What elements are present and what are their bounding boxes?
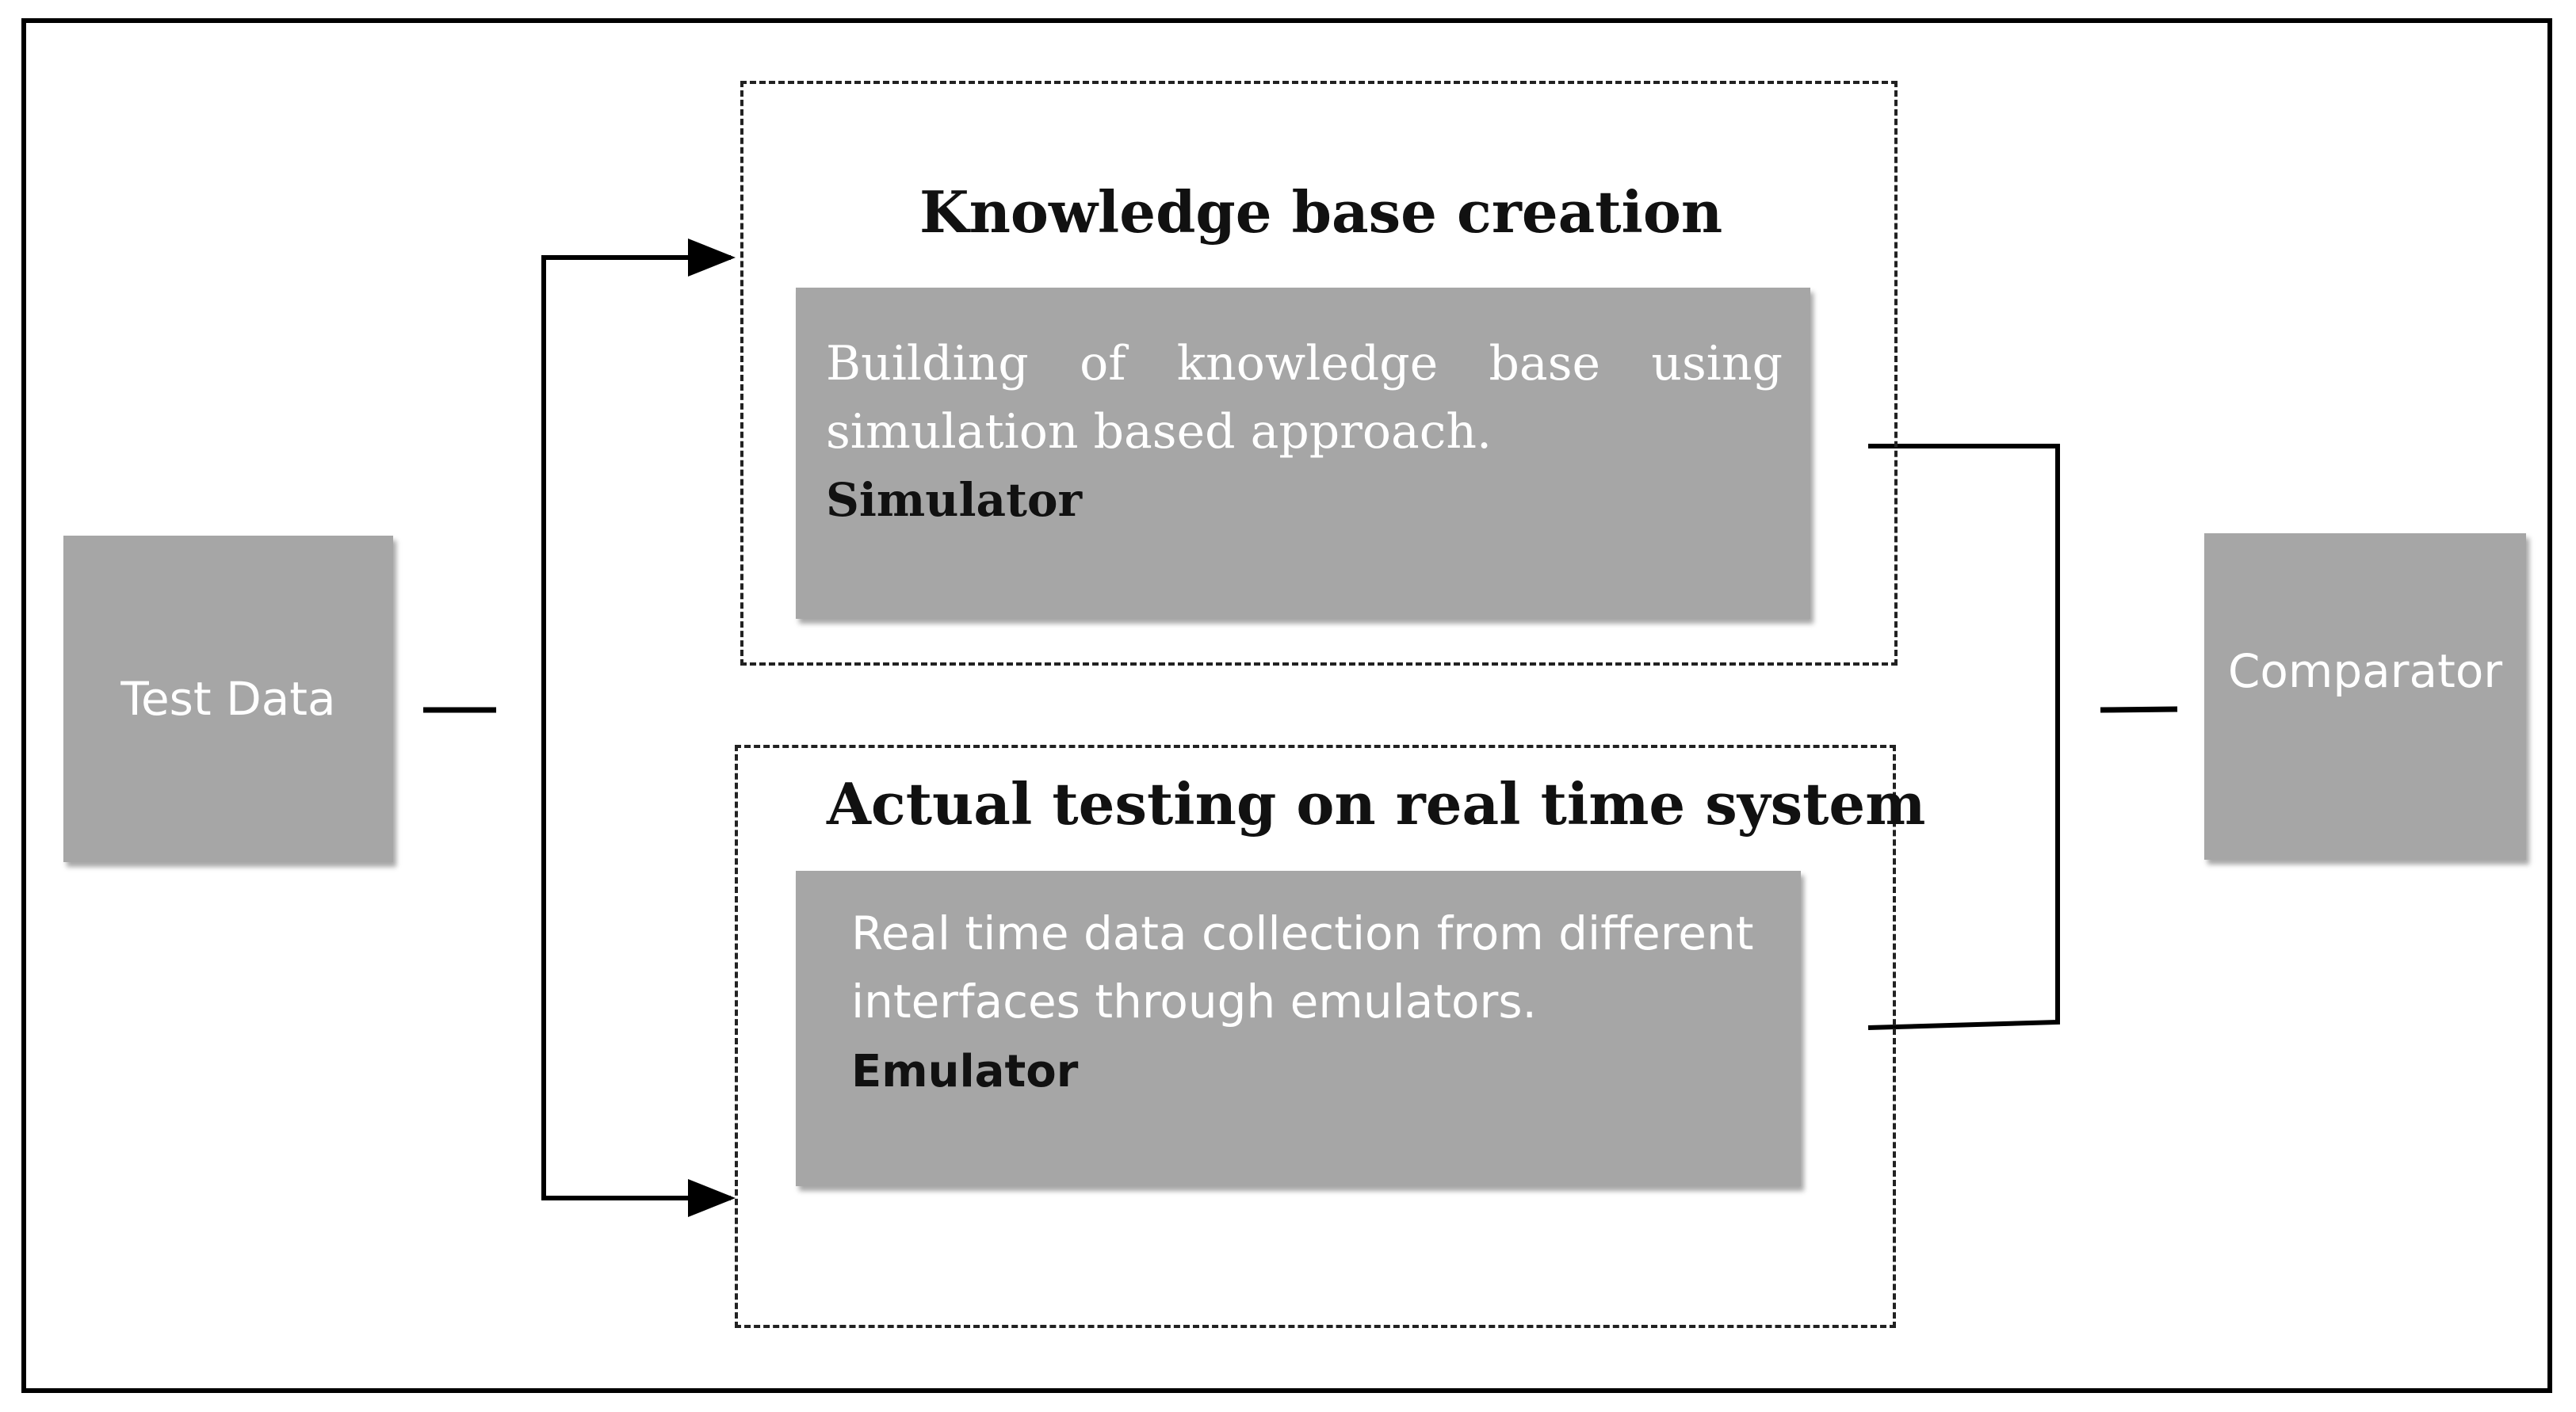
simulator-description: Building of knowledge base using simulat… bbox=[826, 336, 1783, 460]
simulator-label: Simulator bbox=[826, 473, 1083, 527]
real-time-testing-group bbox=[735, 745, 1896, 1328]
emulator-description: Real time data collection from different… bbox=[851, 906, 1754, 1028]
comparator-stub-line bbox=[2100, 706, 2178, 713]
diagram-frame bbox=[21, 18, 2552, 1393]
test-data-label: Test Data bbox=[120, 672, 336, 726]
knowledge-base-group bbox=[740, 81, 1898, 666]
knowledge-base-title: Knowledge base creation bbox=[919, 178, 1723, 246]
simulator-box: Building of knowledge base using simulat… bbox=[796, 288, 1810, 619]
emulator-box: Real time data collection from different… bbox=[796, 871, 1801, 1186]
comparator-node: Comparator bbox=[2204, 533, 2526, 860]
emulator-label: Emulator bbox=[851, 1046, 1079, 1097]
simulator-output-line bbox=[1867, 444, 2060, 1030]
comparator-label: Comparator bbox=[2227, 644, 2503, 698]
real-time-testing-title: Actual testing on real time system bbox=[827, 770, 1926, 838]
test-data-node: Test Data bbox=[63, 536, 393, 862]
